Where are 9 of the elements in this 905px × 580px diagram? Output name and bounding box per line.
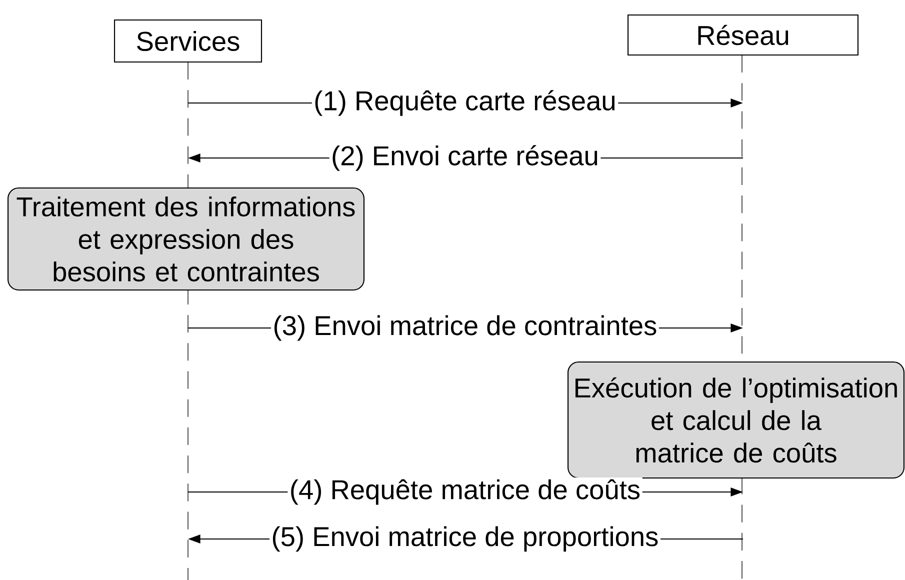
participant-box: Services: [114, 19, 262, 63]
edge-label: (3) Envoi matrice de contraintes: [271, 314, 659, 342]
edge-label: (4) Requête matrice de coûts: [288, 478, 642, 506]
edge-label: (2) Envoi carte réseau: [329, 143, 601, 173]
activity-box: Traitement des informations et expression des besoins et contraintes: [8, 187, 365, 290]
edge-label: (1) Requête carte réseau: [312, 88, 618, 118]
activity-box: Exécution de l’optimisation et calcul de la matrice de coûts: [568, 361, 905, 478]
participant-box: Réseau: [628, 14, 859, 56]
edge-label: (5) Envoi matrice de proportions: [270, 524, 660, 554]
